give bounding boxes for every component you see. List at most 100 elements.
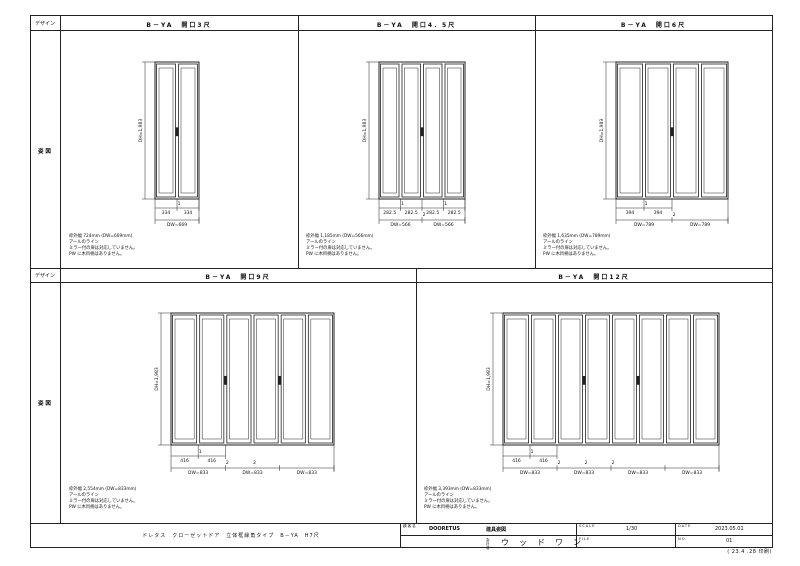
note-line: アールのライン	[306, 240, 336, 245]
note-line: 枠外幅 1,185mm (DW=566mm)	[306, 234, 374, 239]
door-panel-inset	[180, 67, 196, 194]
dw-dimension-label: DW=833	[188, 470, 208, 476]
door-panel-inset	[668, 318, 689, 440]
notes-3shaku: 枠外幅 724mm (DW=669mm) アールのライン ミラー付の扉は対応して…	[69, 234, 138, 258]
height-dimension-label: DH=1,983	[154, 367, 160, 391]
panel-title-6shaku: B－YA 開口6尺	[620, 22, 687, 29]
row1-header-line	[31, 30, 772, 31]
row2-divider	[416, 268, 417, 523]
door-handle-icon	[175, 127, 179, 137]
drawing-sheet: デザイン デザイン 姿 図 姿 図 B－YA 開口3尺 B－YA 開口4．5尺 …	[30, 15, 773, 550]
leaf-width-label: 416	[539, 458, 548, 464]
tb-line	[400, 535, 772, 536]
gap-mark-label: 1	[401, 201, 404, 207]
door-leaf	[401, 63, 421, 198]
door-leaf	[226, 314, 252, 444]
panel-title-3shaku: B－YA 開口3尺	[146, 22, 212, 29]
client-name: DOORETUS	[429, 526, 460, 532]
height-dimension-label: DH=1,983	[138, 119, 144, 143]
door-handle-icon	[420, 127, 424, 137]
no-value: 01	[726, 538, 733, 544]
door-leaf	[531, 314, 556, 444]
door-leaf	[558, 314, 583, 444]
note-line: PW に木目柄はありません。	[424, 505, 480, 510]
door-handle-icon	[278, 375, 282, 385]
panel-title-12shaku: B－YA 開口12尺	[558, 274, 630, 281]
height-dimension-label: DH=1,983	[486, 367, 492, 391]
company-name: ウ ッ ド ワ ン	[501, 538, 582, 547]
door-leaf	[612, 314, 637, 444]
note-line: 枠外幅 724mm (DW=669mm)	[69, 234, 133, 239]
door-panel-inset	[533, 318, 554, 440]
note-line: PW に木目柄はありません。	[69, 252, 125, 257]
row1-divider-b	[535, 16, 536, 268]
leaf-width-label: 282.5	[383, 210, 396, 216]
door-leaf	[673, 63, 699, 198]
door-leaf	[307, 314, 333, 444]
dw-dimension-label: DW=833	[628, 470, 648, 476]
door-panel-inset	[201, 318, 222, 440]
dw-dimension-label: DW=789	[690, 222, 710, 228]
door-panel-inset	[614, 318, 635, 440]
door-leaf	[585, 314, 610, 444]
door-panel-inset	[587, 318, 608, 440]
door-frame	[502, 312, 720, 446]
door-panel-inset	[619, 67, 641, 194]
row1-divider-a	[298, 16, 299, 268]
door-leaf	[504, 314, 529, 444]
note-line: ミラー付の扉は対応していません。	[424, 499, 493, 504]
date-value: 2023.05.01	[715, 526, 744, 532]
dw-dimension-label: DW=833	[520, 470, 540, 476]
design-label-2: デザイン	[35, 273, 56, 279]
note-line: ミラー付の扉は対応していません。	[306, 246, 375, 251]
notes-9shaku: 枠外幅 2,554mm (DW=833mm) アールのライン ミラー付の扉は対応…	[69, 487, 138, 511]
door-leaf	[253, 314, 279, 444]
gap-mark-label: 1	[531, 449, 534, 455]
no-label: NO.	[678, 537, 688, 541]
height-dimension-label: DH=1,983	[362, 119, 368, 143]
door-leaf	[178, 63, 198, 198]
elevation-label-1: 姿 図	[38, 149, 51, 155]
door-panel-inset	[174, 318, 195, 440]
note-line: 枠外幅 3,393mm (DW=833mm)	[424, 487, 492, 492]
note-line: ミラー付の扉は対応していません。	[69, 246, 138, 251]
door-leaf	[423, 63, 443, 198]
titleblock-top-line	[31, 523, 772, 524]
note-line: PW に木目柄はありません。	[543, 252, 599, 257]
dw-dimension-label: DW=669	[167, 222, 187, 228]
gap-mark-label: 2	[558, 460, 561, 466]
label-column-line	[60, 16, 61, 523]
gap-mark-label: 1	[178, 201, 181, 207]
scale-value: 1/30	[626, 526, 638, 532]
gap-mark-label: 1	[199, 449, 202, 455]
door-panel-inset	[382, 67, 397, 194]
door-leaf	[444, 63, 464, 198]
door-leaf	[639, 314, 664, 444]
door-panel-inset	[283, 318, 304, 440]
leaf-width-label: 282.5	[448, 210, 461, 216]
dw-dimension-label: DW=833	[682, 470, 702, 476]
scale-label: SCALE	[579, 524, 596, 528]
leaf-width-label: 394	[626, 210, 635, 216]
dw-dimension-label: DW=789	[634, 222, 654, 228]
notes-6shaku: 枠外幅 1,635mm (DW=789mm) アールのライン ミラー付の扉は対応…	[543, 234, 612, 258]
elevation-label-2: 姿 図	[38, 401, 51, 407]
row2-header-line	[31, 282, 772, 283]
door-leaf	[199, 314, 225, 444]
note-line: アールのライン	[69, 493, 99, 498]
door-leaf	[701, 63, 727, 198]
door-handle-icon	[582, 375, 586, 385]
door-leaf	[380, 63, 400, 198]
leaf-width-label: 416	[512, 458, 521, 464]
dw-dimension-label: DW=566	[433, 222, 453, 228]
leaf-width-label: 416	[207, 458, 216, 464]
company-label: 会社名	[486, 538, 491, 550]
leaf-width-label: 334	[162, 210, 171, 216]
note-line: アールのライン	[69, 240, 99, 245]
door-leaf	[280, 314, 306, 444]
note-line: アールのライン	[543, 240, 573, 245]
door-leaf	[172, 314, 198, 444]
notes-4-5shaku: 枠外幅 1,185mm (DW=566mm) アールのライン ミラー付の扉は対応…	[306, 234, 375, 258]
row-divider	[31, 268, 772, 269]
door-panel-inset	[641, 318, 662, 440]
